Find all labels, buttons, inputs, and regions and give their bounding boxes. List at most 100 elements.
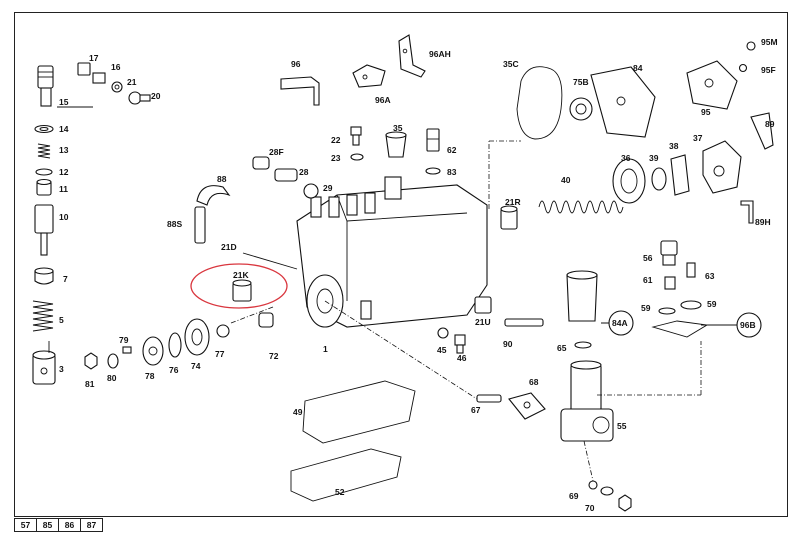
label-80: 80 bbox=[107, 373, 117, 383]
label-21D: 21D bbox=[221, 242, 237, 252]
part-72-shaft-seal[interactable] bbox=[258, 312, 274, 328]
page-ref-57[interactable]: 57 bbox=[14, 518, 37, 532]
part-21-nut[interactable] bbox=[111, 81, 123, 93]
label-46: 46 bbox=[457, 353, 467, 363]
part-95F-spring[interactable] bbox=[738, 63, 748, 73]
part-39-ring[interactable] bbox=[651, 167, 667, 191]
part-96AH-bracket[interactable] bbox=[398, 34, 426, 78]
label-11: 11 bbox=[59, 184, 68, 194]
part-76-spacer[interactable] bbox=[168, 332, 182, 358]
part-63-valve[interactable] bbox=[686, 262, 696, 278]
part-10-plunger[interactable] bbox=[34, 204, 54, 256]
part-37-housing[interactable] bbox=[702, 140, 742, 194]
part-88S-sleeve[interactable] bbox=[194, 206, 206, 244]
part-21K-bushing[interactable] bbox=[232, 279, 252, 302]
part-77-washer[interactable] bbox=[216, 324, 230, 338]
part-78-gear[interactable] bbox=[142, 336, 164, 366]
part-81-nut[interactable] bbox=[84, 352, 98, 370]
part-56-plug[interactable] bbox=[660, 240, 678, 266]
label-84: 84 bbox=[633, 63, 643, 73]
part-5-spring[interactable] bbox=[32, 300, 54, 332]
part-45-bolt[interactable] bbox=[454, 334, 466, 354]
label-78: 78 bbox=[145, 371, 155, 381]
part-96A-bracket[interactable] bbox=[352, 64, 386, 88]
part-46-nut[interactable] bbox=[437, 327, 449, 339]
part-21R-sleeve[interactable] bbox=[500, 205, 518, 230]
part-36-diaphragm-housing[interactable] bbox=[612, 158, 646, 204]
part-95M-nut[interactable] bbox=[746, 41, 756, 51]
part-68-flange[interactable] bbox=[508, 392, 546, 420]
part-7-guide[interactable] bbox=[34, 267, 54, 285]
label-81: 81 bbox=[85, 379, 95, 389]
part-13-spring[interactable] bbox=[37, 143, 51, 159]
part-61-valve[interactable] bbox=[664, 276, 676, 290]
part-79-key[interactable] bbox=[122, 346, 132, 354]
part-20-screw[interactable] bbox=[128, 91, 151, 105]
page-ref-85[interactable]: 85 bbox=[36, 518, 59, 532]
part-21U-sleeve[interactable] bbox=[474, 296, 492, 314]
part-labels: 1 3 5 7 10 11 12 13 14 15 16 17 20 21 21… bbox=[59, 37, 778, 516]
part-17-clip[interactable] bbox=[77, 62, 91, 76]
part-35-valve-cap[interactable] bbox=[385, 131, 407, 158]
page-ref-87[interactable]: 87 bbox=[80, 518, 103, 532]
part-70-washer[interactable] bbox=[600, 486, 614, 496]
label-23: 23 bbox=[331, 153, 341, 163]
part-40-spring[interactable] bbox=[538, 200, 624, 214]
callout-84A[interactable] bbox=[608, 310, 634, 336]
part-95-governor-lever[interactable] bbox=[686, 60, 738, 110]
part-23-washer[interactable] bbox=[350, 153, 364, 161]
label-5: 5 bbox=[59, 315, 64, 325]
part-49-gasket[interactable] bbox=[302, 380, 416, 444]
part-89-lever[interactable] bbox=[750, 112, 774, 150]
part-83-washer[interactable] bbox=[425, 167, 441, 175]
part-14-washer[interactable] bbox=[34, 124, 54, 134]
part-90-rod[interactable] bbox=[504, 318, 544, 327]
label-70: 70 bbox=[585, 503, 595, 513]
part-75B-bearing[interactable] bbox=[569, 97, 593, 121]
part-52-gasket[interactable] bbox=[290, 448, 402, 502]
part-80-washer[interactable] bbox=[107, 353, 119, 369]
diagram-frame: 1 3 5 7 10 11 12 13 14 15 16 17 20 21 21… bbox=[14, 12, 788, 517]
part-22-bolt[interactable] bbox=[350, 126, 362, 146]
part-96-bracket[interactable] bbox=[280, 76, 320, 106]
label-76: 76 bbox=[169, 365, 179, 375]
part-74-bearing[interactable] bbox=[184, 318, 210, 356]
label-29: 29 bbox=[323, 183, 333, 193]
label-90: 90 bbox=[503, 339, 513, 349]
label-88: 88 bbox=[217, 174, 227, 184]
label-72: 72 bbox=[269, 351, 279, 361]
part-29-washer[interactable] bbox=[303, 183, 319, 199]
part-65-washer[interactable] bbox=[574, 341, 592, 349]
label-55: 55 bbox=[617, 421, 627, 431]
callout-96B[interactable] bbox=[736, 312, 762, 338]
part-38-gasket[interactable] bbox=[670, 154, 690, 196]
label-96B: 96B bbox=[740, 320, 756, 330]
part-16-block[interactable] bbox=[92, 72, 106, 84]
part-88-hose[interactable] bbox=[196, 185, 231, 206]
part-67-screw[interactable] bbox=[476, 394, 502, 403]
label-39: 39 bbox=[649, 153, 659, 163]
part-12-ring[interactable] bbox=[35, 168, 53, 176]
part-55-hand-pump[interactable] bbox=[560, 360, 614, 442]
part-3-tappet[interactable] bbox=[32, 350, 56, 385]
part-84A-filter[interactable] bbox=[566, 270, 598, 322]
part-84-cover[interactable] bbox=[590, 66, 656, 138]
label-22: 22 bbox=[331, 135, 341, 145]
label-96AH: 96AH bbox=[429, 49, 451, 59]
label-95: 95 bbox=[701, 107, 711, 117]
part-89H-clip[interactable] bbox=[740, 200, 754, 224]
part-59-seals[interactable] bbox=[658, 300, 702, 315]
part-35C-gasket[interactable] bbox=[516, 66, 563, 140]
part-11-cup[interactable] bbox=[36, 178, 52, 196]
label-21: 21 bbox=[127, 77, 137, 87]
part-71-nut[interactable] bbox=[618, 494, 632, 512]
part-28-fitting[interactable] bbox=[274, 168, 298, 182]
label-75B: 75B bbox=[573, 77, 589, 87]
part-96B-kit[interactable] bbox=[651, 320, 709, 338]
part-1-pump-body[interactable] bbox=[296, 176, 488, 328]
part-62-fitting[interactable] bbox=[426, 128, 440, 152]
part-28F-fitting[interactable] bbox=[252, 156, 270, 170]
part-15-injector[interactable] bbox=[37, 65, 54, 107]
page-ref-86[interactable]: 86 bbox=[58, 518, 81, 532]
part-69-washer[interactable] bbox=[588, 480, 598, 490]
